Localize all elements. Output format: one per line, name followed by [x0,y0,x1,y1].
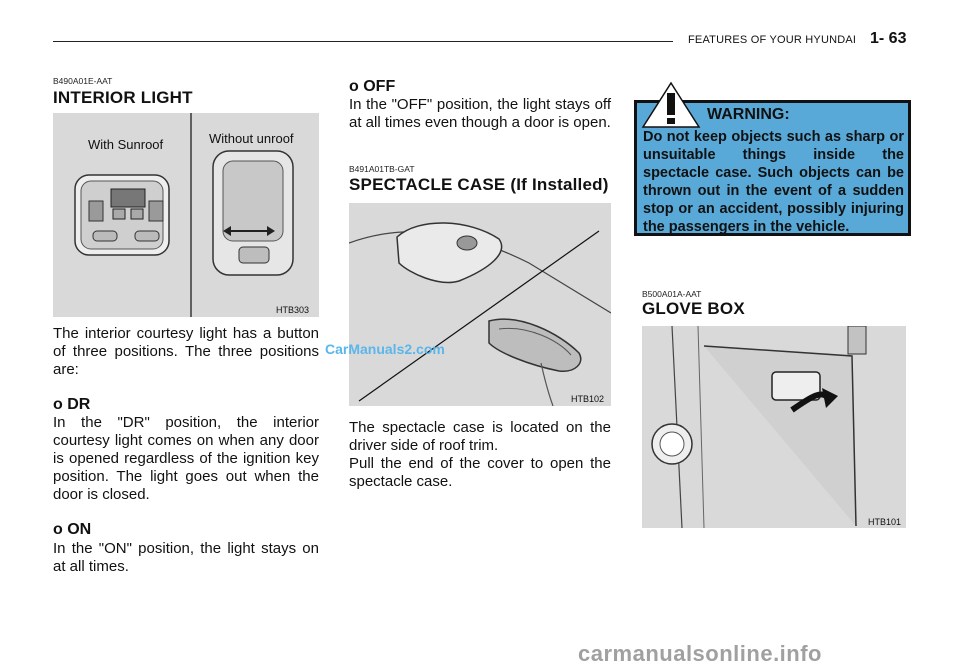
interior-light-figure: With Sunroof Without unroof HTB303 [53,113,319,317]
glove-box-code: B500A01A-AAT [642,289,702,299]
spectacle-text: The spectacle case is located on the dri… [349,419,611,490]
warning-title: WARNING: [707,106,790,123]
sunroof-console-drawing [74,174,170,256]
interior-light-illustration [74,113,294,317]
dr-heading: o DR [53,396,91,413]
figure-label-without-sunroof: Without unroof [209,131,294,146]
figure-caption-htb102: HTB102 [571,394,605,404]
spectacle-title: SPECTACLE CASE (If Installed) [349,175,609,194]
off-heading: o OFF [349,78,396,95]
spectacle-figure: HTB102 [348,203,612,407]
warning-triangle-icon [641,81,701,128]
on-text: In the "ON" position, the light stays on… [53,540,319,575]
figure-label-with-sunroof: With Sunroof [88,137,164,152]
header-rule [53,41,673,42]
watermark-carmanualsonline: carmanualsonline.info [578,641,822,666]
warning-text: Do not keep objects such as sharp or uns… [643,129,904,235]
watermark-carmanuals2: CarManuals2.com [325,341,445,357]
interior-light-intro: The interior courtesy light has a button… [53,325,319,378]
on-heading: o ON [53,521,92,538]
glove-box-illustration [651,325,867,529]
interior-light-title: INTERIOR LIGHT [53,88,193,107]
spectacle-code: B491A01TB-GAT [349,164,415,174]
glove-box-title: GLOVE BOX [642,299,745,318]
off-text: In the "OFF" position, the light stays o… [349,96,611,131]
interior-light-code: B490A01E-AAT [53,76,113,86]
page-number: 1- 63 [870,30,907,47]
spectacle-case-illustration [348,222,612,407]
warning-box: WARNING: Do not keep objects such as sha… [634,81,911,236]
header-section: FEATURES OF YOUR HYUNDAI [688,34,857,46]
dr-text: In the "DR" position, the interior court… [53,414,319,503]
glove-box-figure: HTB101 [642,325,906,529]
figure-caption-htb101: HTB101 [868,517,902,527]
dome-light-drawing [212,150,294,276]
figure-caption-htb303: HTB303 [276,305,310,315]
